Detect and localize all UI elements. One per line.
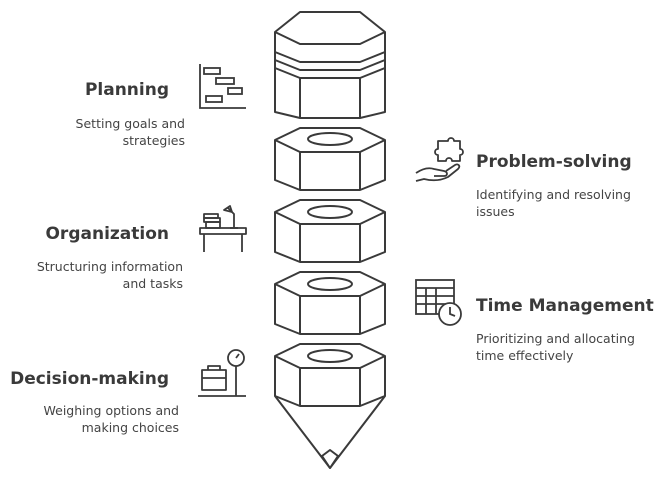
item-title: Planning <box>84 80 169 100</box>
calendar-clock-icon <box>415 279 462 326</box>
top-cap <box>274 11 386 119</box>
puzzle-hand-icon <box>415 137 464 182</box>
item-title-decision-making: Decision-making <box>10 369 169 389</box>
scale-icon <box>198 349 246 397</box>
item-description: Identifying and resolving issues <box>476 187 631 219</box>
item-title-organization: Organization <box>45 224 169 244</box>
item-title-time-management: Time Management <box>476 296 654 316</box>
nut-2 <box>274 127 386 191</box>
item-description: Setting goals and strategies <box>75 116 185 148</box>
gantt-chart-icon <box>199 64 246 109</box>
desk-icon <box>199 205 247 252</box>
item-description: Prioritizing and allocating time effecti… <box>476 331 635 363</box>
nut-5-point <box>274 343 386 469</box>
nut-4 <box>274 271 386 335</box>
item-description: Structuring information and tasks <box>36 259 183 291</box>
nut-3 <box>274 199 386 263</box>
item-description: Weighing options and making choices <box>43 403 179 435</box>
item-planning: Planning <box>85 80 169 100</box>
item-title-problem-solving: Problem-solving <box>476 152 632 172</box>
